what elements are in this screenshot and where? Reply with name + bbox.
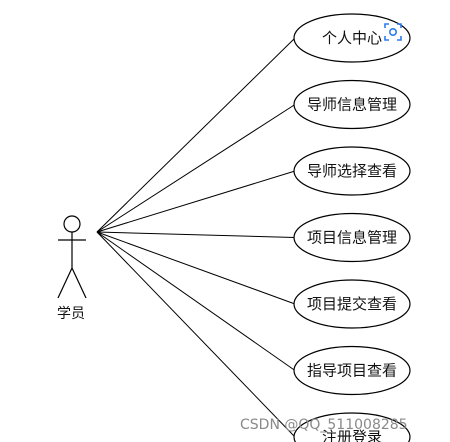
use-case: 个人中心 (293, 13, 411, 63)
actor-head (63, 215, 81, 233)
association-line (96, 170, 296, 233)
association-line (96, 231, 296, 238)
actor-right-leg (71, 267, 87, 299)
use-case: 指导项目查看 (293, 345, 411, 396)
association-line (96, 231, 296, 371)
use-case-ellipse (293, 13, 411, 63)
actor-left-leg (57, 267, 73, 299)
use-case: 项目信息管理 (293, 212, 411, 263)
watermark-text: CSDN @QQ_511008285 (240, 417, 408, 433)
association-lines (96, 37, 296, 438)
actor: 学员 (57, 215, 87, 322)
association-line (96, 104, 296, 233)
actor-label: 学员 (57, 306, 85, 322)
use-case-label: 导师选择查看 (307, 162, 397, 180)
use-case: 导师选择查看 (293, 146, 411, 196)
use-case-ellipse (293, 146, 411, 196)
use-case-ellipse (293, 212, 411, 263)
use-case-ellipse (293, 345, 411, 396)
association-line (96, 37, 296, 233)
use-case-label: 注册登录 (322, 428, 382, 442)
use-case-label: 个人中心 (322, 29, 382, 47)
use-case-label: 指导项目查看 (307, 362, 397, 380)
association-line (96, 231, 296, 438)
use-case: 注册登录 (293, 412, 411, 442)
use-case-label: 项目信息管理 (307, 229, 397, 247)
use-case-ellipse (293, 79, 411, 130)
use-case-label: 项目提交查看 (307, 295, 397, 313)
use-case-ellipse (293, 279, 411, 329)
use-case: 导师信息管理 (293, 79, 411, 130)
use-case-ellipse (293, 412, 411, 442)
scan-icon (384, 23, 402, 41)
use-case: 项目提交查看 (293, 279, 411, 329)
use-case-label: 导师信息管理 (307, 96, 397, 114)
association-line (96, 231, 296, 305)
